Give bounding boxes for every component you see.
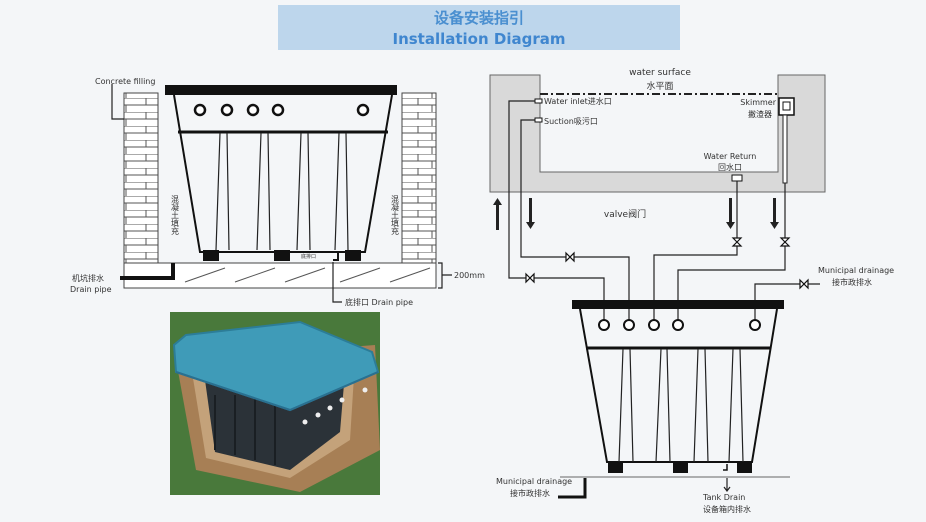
- skimmer-label: Skimmer: [740, 98, 776, 107]
- water-surface-label: water surface: [629, 68, 691, 78]
- slab-thickness-label: 200mm: [454, 271, 485, 280]
- tank-drain-cn: 设备箱内排水: [703, 504, 751, 514]
- pit-drain-pipe: [120, 263, 175, 280]
- title-cn: 设备安装指引: [434, 9, 524, 27]
- equipment-tank-ports: [598, 319, 761, 331]
- suction-label: Suction吸污口: [544, 116, 598, 126]
- water-return-label: Water Return: [704, 152, 757, 161]
- installation-photo: [170, 312, 380, 495]
- concrete-filling-label: Concrete filling: [95, 77, 155, 86]
- pool-wall: [489, 74, 826, 193]
- flow-arrows: [493, 198, 779, 230]
- water-return-cn: 回水口: [718, 162, 742, 172]
- tank-ports: [193, 103, 370, 117]
- tank-ribs: [215, 132, 349, 251]
- municipal-drainage-right: Municipal drainage: [818, 266, 894, 275]
- title-banner: 设备安装指引 Installation Diagram: [278, 5, 680, 50]
- municipal-drainage-left: Municipal drainage: [496, 477, 572, 486]
- valve-label: valve阀门: [604, 208, 646, 220]
- concrete-leader: [111, 84, 124, 120]
- pipes: [508, 100, 820, 320]
- tank-lid: [165, 85, 397, 95]
- pit-drain-en: Drain pipe: [70, 285, 112, 294]
- concrete-fill-cn-right: 混凝土填充: [391, 195, 400, 236]
- concrete-fill-cn-left: 混凝土填充: [171, 195, 180, 236]
- municipal-drainage-left-cn: 接市政排水: [510, 488, 550, 498]
- brick-wall-left: [123, 92, 159, 264]
- valves: [525, 237, 809, 290]
- pit-drain-cn: 机坑排水: [72, 273, 104, 283]
- equipment-tank-lid: [572, 300, 784, 309]
- municipal-drainage-right-cn: 接市政排水: [832, 277, 872, 287]
- bottom-drain-label: 底排口 Drain pipe: [345, 297, 413, 307]
- left-section-diagram: Concrete filling 底排口 混凝土填充 混凝土填充 机坑排水 Dr…: [70, 77, 485, 307]
- water-surface-cn: 水平面: [646, 80, 673, 92]
- brick-wall-right: [401, 92, 437, 264]
- skimmer-cn: 撇渣器: [748, 109, 772, 119]
- water-inlet-label: Water inlet进水口: [544, 96, 612, 106]
- bottom-drain-small-label: 底排口: [301, 253, 316, 260]
- skimmer-box: [778, 97, 795, 116]
- concrete-slab: [123, 262, 437, 289]
- title-en: Installation Diagram: [392, 30, 565, 48]
- tank-drain-label: Tank Drain: [702, 493, 745, 502]
- right-plumbing-diagram: water surface 水平面 Water inlet进水口 Suction…: [489, 68, 894, 514]
